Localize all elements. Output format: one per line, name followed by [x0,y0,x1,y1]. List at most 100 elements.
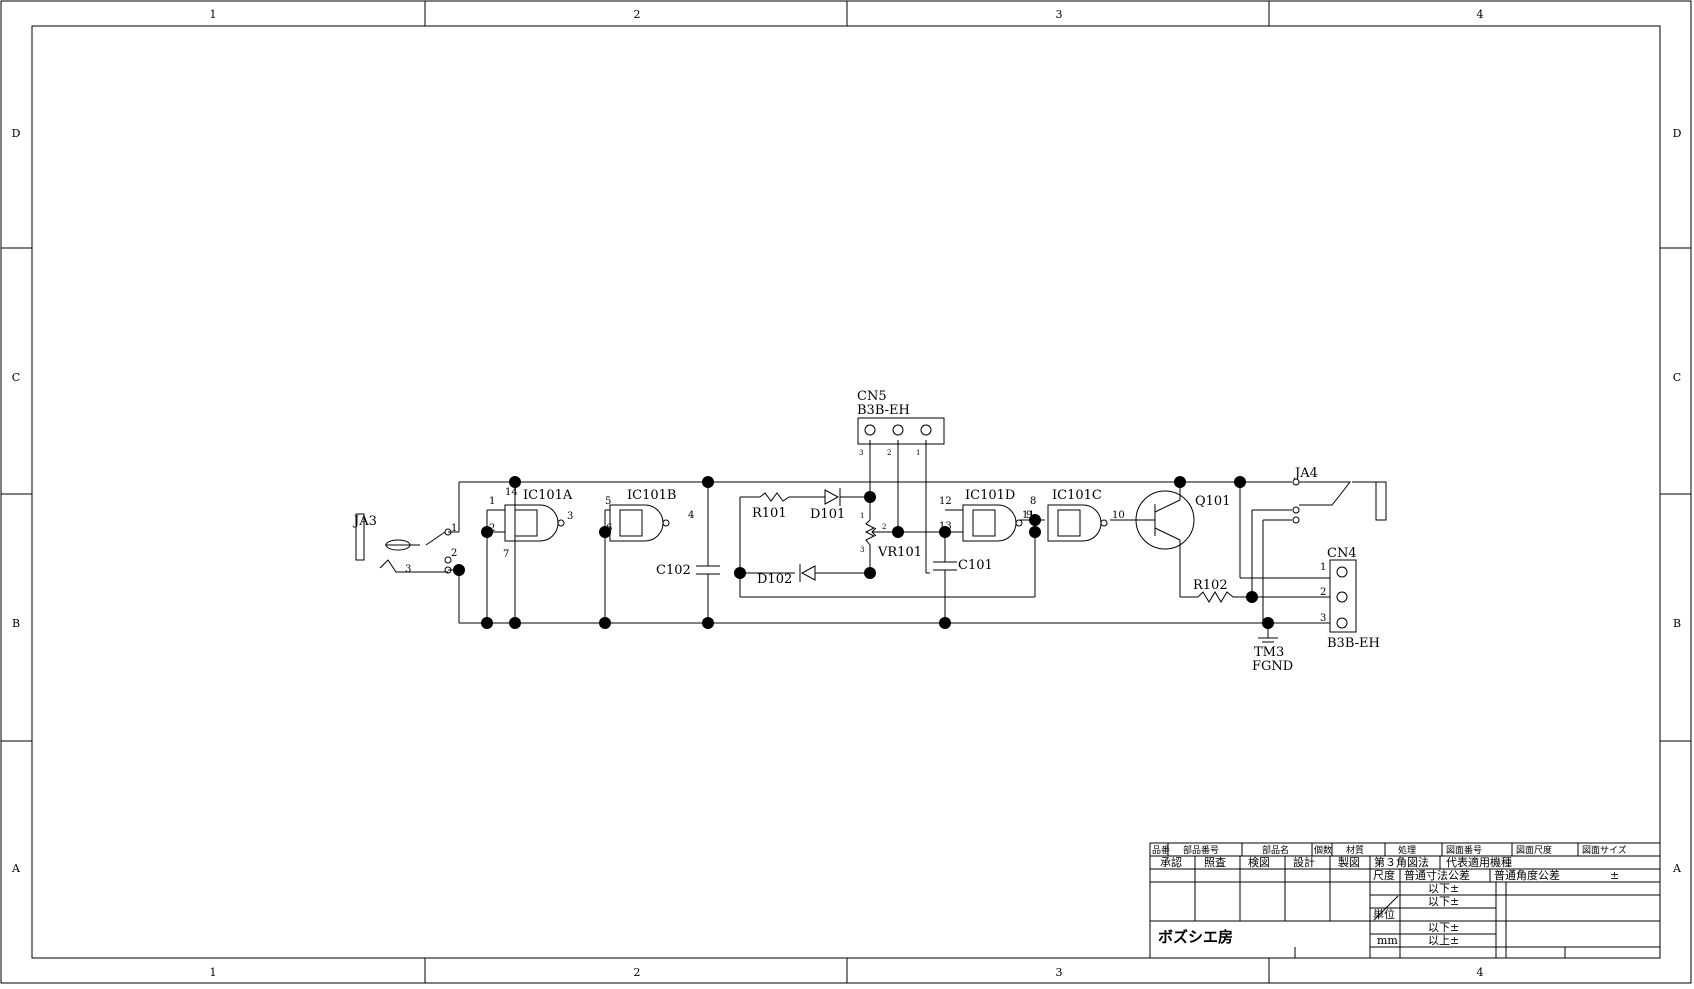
row-label-c-right: C [1673,371,1681,384]
row-label-b-right: B [1673,617,1681,630]
cn4-pin-2: 2 [1320,587,1326,598]
tb-tol-row-4: 以上± [1428,934,1459,947]
ic101b-gate [609,504,664,542]
q101-transistor [1135,490,1195,550]
ja3-label: JA3 [352,514,377,529]
ja3-pin-3: 3 [405,564,411,575]
row-label-c-left: C [12,371,20,384]
r101-label: R101 [752,506,787,521]
cn4-part: B3B-EH [1327,636,1380,651]
ic101b-label: IC101B [627,488,676,503]
col-label-2-bottom: 2 [634,966,641,979]
junction-dots [453,476,1274,629]
d101-label: D101 [810,507,845,522]
tb-header-qty: 個数 [1314,844,1332,856]
tb-role-inspect: 検図 [1248,855,1270,869]
col-label-1-bottom: 1 [210,966,217,979]
vr101-resistor [864,519,876,546]
inner-frame [31,25,1661,959]
cn5-pin-1: 1 [916,449,920,457]
d-pin-13: 13 [939,521,952,532]
ic101c-gate [1047,504,1102,542]
title-block-tolerance: 尺度 普通寸法公差 普通角度公差 ± 以下± 以下± 単位 以下± mm 以上± [1373,868,1619,947]
q101-label: Q101 [1195,494,1230,509]
c-pin-9: 9 [1026,510,1032,521]
tb-unit-label: 単位 [1373,907,1395,921]
tb-header-part-no: 部品番号 [1183,844,1219,856]
title-block-header: 品番 部品番号 部品名 個数 材質 処理 図面番号 図面尺度 図面サイズ [1152,844,1627,856]
tb-angle-pm: ± [1610,869,1619,882]
tb-role-approve: 承認 [1160,855,1182,869]
vr-pin-2: 2 [882,523,886,531]
a-pin-1: 1 [489,496,495,507]
d-pin-11: 11 [1022,510,1035,521]
cn4-pin-3: 3 [1320,613,1326,624]
ic101d-gate [962,504,1017,542]
cn5-pin-3: 3 [859,449,863,457]
a-pin-7: 7 [503,549,509,560]
cn5-part: B3B-EH [857,403,910,418]
d102-label: D102 [757,572,792,587]
cn4-name: CN4 [1327,546,1357,561]
row-label-a-right: A [1672,862,1682,875]
vr101-label: VR101 [877,545,922,560]
d101-diode [824,489,840,505]
nand-gates [487,488,1238,603]
company-name: ボズシエ房 [1158,928,1233,946]
tb-angle-tol: 普通角度公差 [1494,868,1560,882]
c101-label: C101 [958,558,993,573]
col-label-4-bottom: 4 [1477,966,1484,979]
b-pin-5: 5 [605,496,611,507]
cn5-pin-2: 2 [887,449,891,457]
tb-scale-label: 尺度 [1373,868,1395,882]
tb-tol-row-2: 以下± [1428,895,1459,908]
col-label-4-top: 4 [1477,8,1484,21]
a-pin-2: 2 [489,523,495,534]
ic101c-label: IC101C [1052,488,1102,503]
c102-label: C102 [656,563,691,578]
tb-unit: mm [1377,934,1398,947]
vr-pin-3: 3 [860,546,864,554]
tb-header-item: 品番 [1152,844,1170,856]
col-label-3-bottom: 3 [1056,966,1063,979]
tb-header-part-name: 部品名 [1262,844,1289,856]
title-block-roles: 承認 照査 検図 設計 製図 第３角図法 代表適用機種 [1160,855,1512,869]
row-label-d-right: D [1673,127,1682,140]
b-pin-6: 6 [606,523,612,534]
cn4-pin-1: 1 [1320,562,1326,573]
d102-diode [800,565,816,581]
tm3-label: TM3 [1254,645,1284,660]
r102-label: R102 [1193,578,1228,593]
a-pin-3: 3 [567,511,573,522]
col-label-3-top: 3 [1056,8,1063,21]
tb-header-scale: 図面尺度 [1516,844,1552,856]
ja3-pin-1: 1 [451,523,457,534]
col-label-1-top: 1 [210,8,217,21]
tb-tol-row-1: 以下± [1428,882,1459,895]
b-pin-4: 4 [688,510,694,521]
vr-pin-1: 1 [860,512,864,520]
d-pin-12: 12 [939,496,952,507]
row-label-a-left: A [11,862,21,875]
title-block [1149,842,1661,959]
ic101d-label: IC101D [965,488,1015,503]
c-pin-10: 10 [1112,510,1125,521]
tb-header-drawing-no: 図面番号 [1446,844,1482,856]
ic101a-label: IC101A [523,488,573,503]
a-pin-14: 14 [505,487,518,498]
tb-dim-tol: 普通寸法公差 [1404,868,1470,882]
tb-model: 代表適用機種 [1446,855,1512,869]
tb-header-material: 材質 [1346,844,1364,856]
fgnd-label: FGND [1252,659,1293,674]
col-label-2-top: 2 [634,8,641,21]
ja3-pin-2: 2 [451,548,457,559]
tb-projection: 第３角図法 [1374,855,1429,869]
r101-resistor [759,492,825,502]
tb-tol-row-3: 以下± [1428,921,1459,934]
cn5-name: CN5 [857,389,887,404]
r102-resistor [1197,591,1238,603]
tb-header-size: 図面サイズ [1582,844,1627,856]
